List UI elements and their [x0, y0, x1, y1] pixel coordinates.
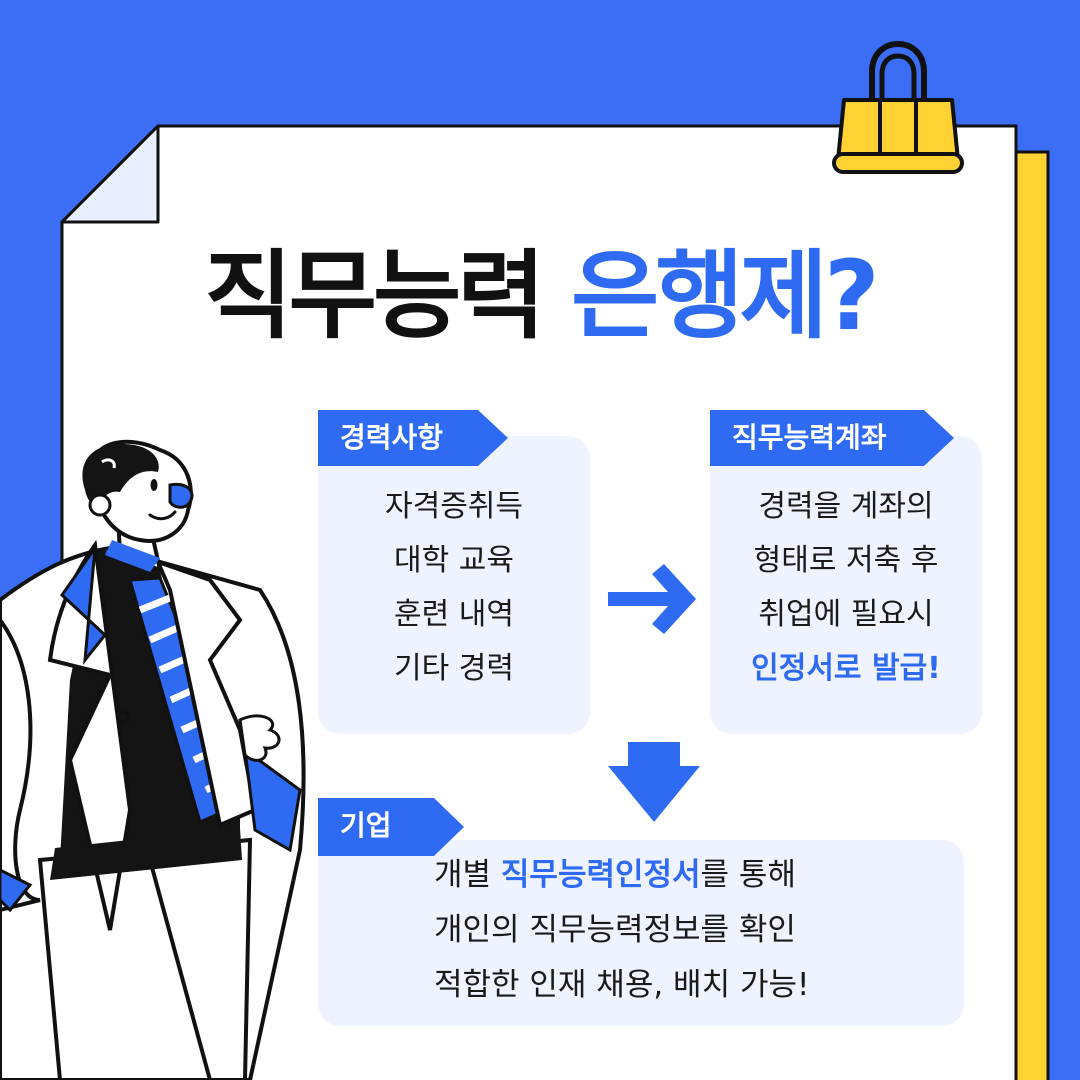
businessman-illustration — [0, 439, 306, 1080]
account-line: 경력을 계좌의 — [758, 489, 934, 524]
account-line: 취업에 필요시 — [758, 597, 934, 632]
career-box — [318, 436, 590, 734]
career-item: 대학 교육 — [394, 543, 514, 578]
binder-clip-icon — [832, 40, 964, 174]
company-line-1-suffix: 를 통해 — [700, 857, 796, 893]
career-tag-label: 경력사항 — [340, 421, 444, 454]
arrow-right-icon — [608, 564, 696, 634]
account-tag: 직무능력계좌 — [710, 410, 954, 466]
company-line-1: 개별 직무능력인정서를 통해 — [434, 848, 964, 903]
account-text: 경력을 계좌의 형태로 저축 후 취업에 필요시 인정서로 발급! — [710, 480, 982, 696]
arrow-down-icon — [608, 742, 700, 822]
account-line: 형태로 저축 후 — [753, 543, 939, 578]
career-list: 자격증취득 대학 교육 훈련 내역 기타 경력 — [318, 480, 590, 696]
account-tag-label: 직무능력계좌 — [732, 421, 887, 454]
tag-background — [318, 798, 464, 856]
company-tag-label: 기업 — [340, 809, 392, 842]
title-part1: 직무능력 — [204, 240, 545, 352]
career-tag: 경력사항 — [318, 410, 508, 466]
company-line-1-prefix: 개별 — [434, 857, 501, 893]
company-line-1-highlight: 직무능력인정서 — [500, 857, 701, 893]
company-line-3: 적합한 인재 채용, 배치 가능! — [434, 967, 810, 1003]
career-item: 기타 경력 — [394, 651, 514, 686]
tag-background — [710, 410, 954, 466]
account-box — [710, 436, 982, 734]
company-tag: 기업 — [318, 798, 464, 856]
company-text: 개별 직무능력인정서를 통해 개인의 직무능력정보를 확인 적합한 인재 채용,… — [324, 848, 964, 1013]
account-highlight: 인정서로 발급! — [751, 651, 941, 686]
career-item: 자격증취득 — [385, 489, 523, 524]
company-box — [318, 840, 964, 1026]
company-line-2: 개인의 직무능력정보를 확인 — [434, 912, 796, 948]
tag-background — [318, 410, 508, 466]
title-part2: 은행제? — [571, 240, 880, 352]
page-title: 직무능력 은행제? — [0, 226, 1080, 366]
career-item: 훈련 내역 — [394, 597, 514, 632]
